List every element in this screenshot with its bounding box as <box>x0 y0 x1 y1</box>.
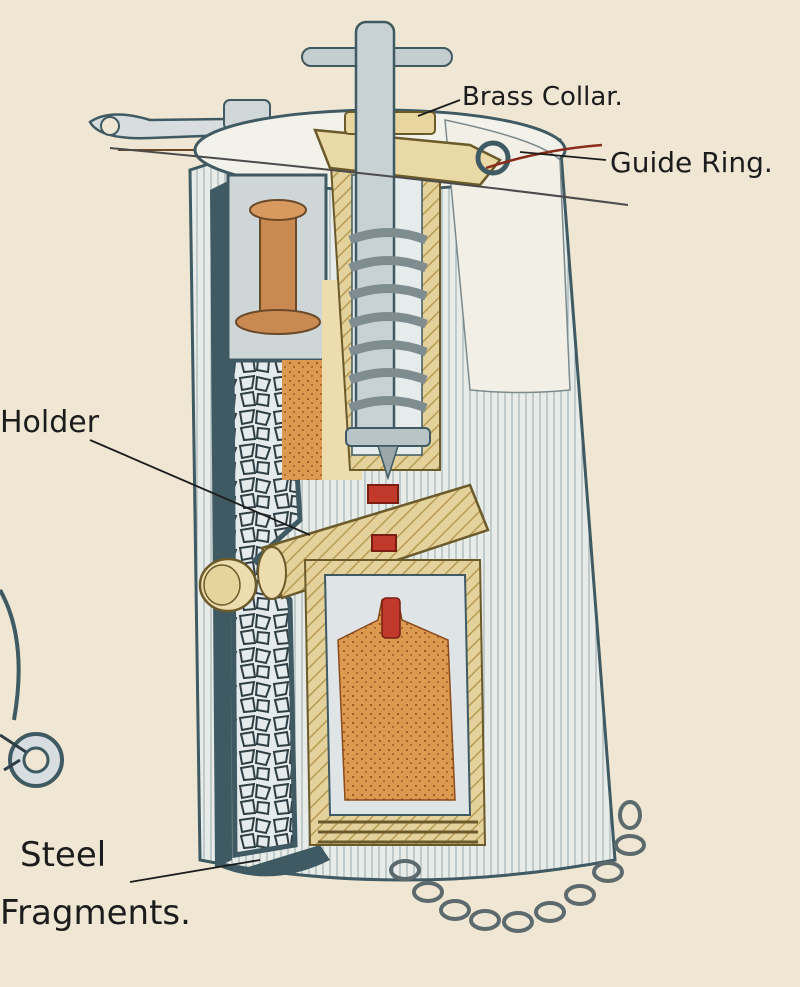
leader-lines <box>89 99 607 883</box>
chain <box>389 800 646 933</box>
bobbin <box>226 173 328 362</box>
label-fragments: Fragments. <box>0 893 191 933</box>
label-steel: Steel <box>20 835 107 875</box>
filler-plug <box>198 557 258 613</box>
partial-grenade-left <box>0 589 64 788</box>
explosive-charge <box>303 559 487 846</box>
label-brass-collar: Brass Collar. <box>462 82 623 112</box>
label-guide-ring: Guide Ring. <box>610 146 773 179</box>
striker-spring <box>345 228 431 481</box>
label-holder: Holder <box>0 405 100 440</box>
